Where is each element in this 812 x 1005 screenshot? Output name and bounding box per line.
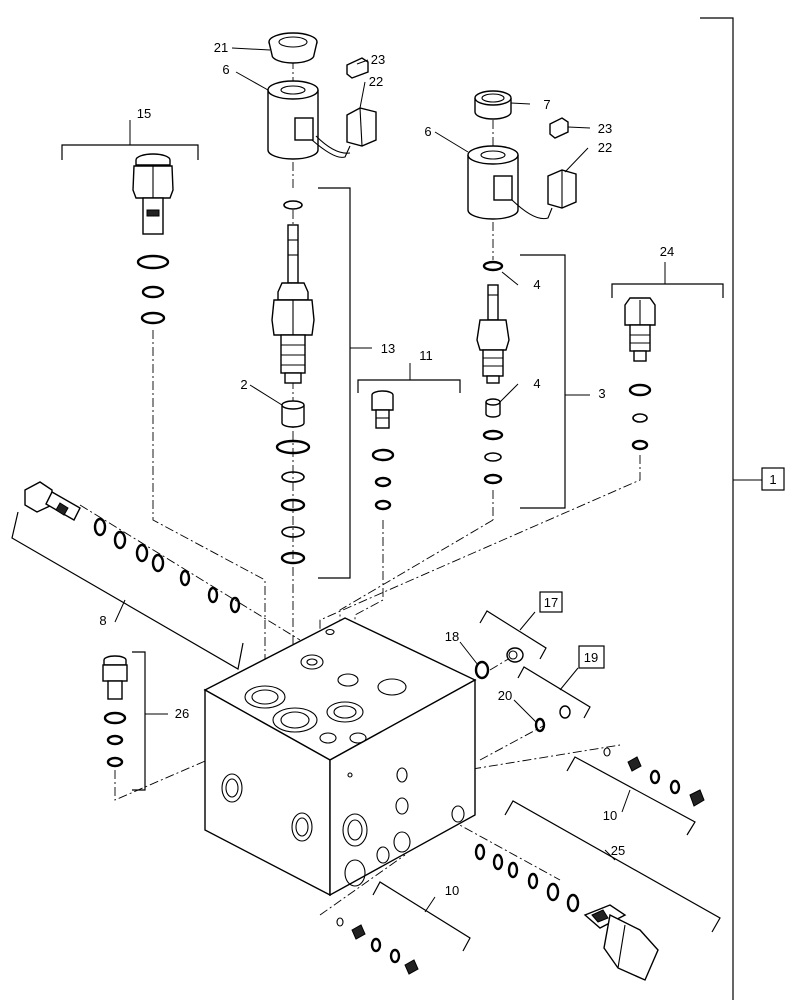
nut-7: [474, 90, 512, 120]
callout-11: 11: [419, 348, 433, 363]
callout-18: 18: [445, 629, 459, 644]
callout-10-right: 10: [603, 808, 617, 823]
connector-22-right: [511, 169, 577, 220]
callout-22-right: 22: [598, 140, 612, 155]
cartridge-valve-3: [476, 260, 510, 384]
callout-2: 2: [240, 377, 247, 392]
o-ring-20: [534, 717, 546, 733]
callout-7: 7: [543, 97, 550, 112]
callout-box-1: [761, 467, 785, 491]
brackets: [11, 17, 762, 1005]
callout-17: 17: [544, 595, 558, 610]
valve-25: [474, 843, 659, 981]
plug-17: [506, 647, 524, 663]
callout-15: 15: [137, 106, 151, 121]
plug-19: [559, 705, 571, 719]
callout-6-right: 6: [424, 124, 431, 139]
callout-6-left: 6: [222, 62, 229, 77]
callout-22-left: 22: [369, 74, 383, 89]
callout-3: 3: [598, 386, 605, 401]
connector-22-left: [311, 107, 377, 158]
plug-11: [371, 390, 395, 511]
callout-labels: 1 2 3 4 4 6 6 7 8 10 10 11 13 15 17 18 1…: [99, 40, 776, 898]
connector-23-right: [549, 117, 569, 139]
o-ring-18: [474, 660, 490, 680]
callout-26: 26: [175, 706, 189, 721]
plug-24: [624, 297, 656, 451]
callout-20: 20: [498, 688, 512, 703]
orifice-assembly-10-right: [603, 747, 705, 807]
connector-23-left: [346, 57, 369, 79]
sleeve-4: [485, 398, 501, 418]
coil-6-right: [467, 145, 519, 220]
manifold-block: [203, 617, 477, 897]
callout-4-upper: 4: [533, 277, 540, 292]
callout-8: 8: [99, 613, 106, 628]
callout-23-left: 23: [371, 52, 385, 67]
callout-21: 21: [214, 40, 228, 55]
o-rings-left-stack: [275, 439, 311, 565]
valve-8: [24, 481, 241, 614]
callout-4-lower: 4: [533, 376, 540, 391]
relief-valve-15: [132, 153, 174, 325]
callout-19: 19: [584, 650, 598, 665]
orifice-assembly-10-bottom: [336, 917, 419, 975]
o-rings-right-stack: [482, 429, 504, 485]
callout-1: 1: [769, 472, 776, 487]
callout-box-19: [578, 645, 605, 669]
cartridge-valve-13: [271, 200, 315, 384]
nut-21: [268, 32, 318, 64]
valve-26: [102, 655, 128, 768]
callout-10-bottom: 10: [445, 883, 459, 898]
callout-25: 25: [611, 843, 625, 858]
callout-24: 24: [660, 244, 674, 259]
callout-13: 13: [381, 341, 395, 356]
coil-6-left: [267, 80, 319, 160]
sleeve-2: [281, 400, 305, 428]
callout-box-17: [539, 591, 563, 613]
callout-23-right: 23: [598, 121, 612, 136]
callout-leaders: [231, 47, 591, 723]
